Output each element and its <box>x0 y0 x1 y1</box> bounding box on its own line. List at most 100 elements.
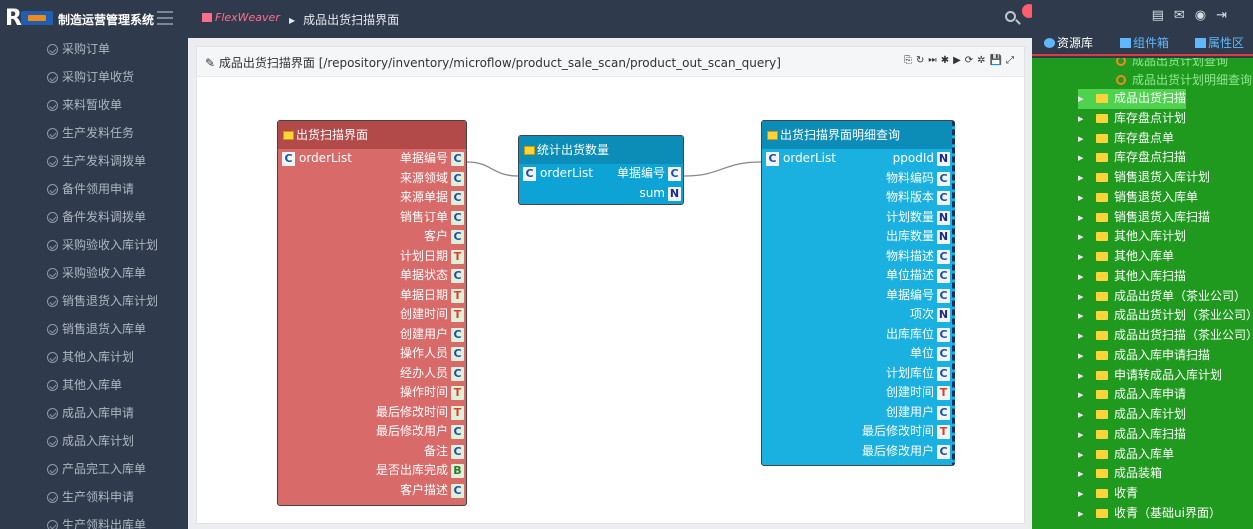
tree-folder[interactable]: ▶成品装箱 <box>1078 464 1162 484</box>
output-port[interactable]: N <box>937 230 950 244</box>
tree-folder[interactable]: ▶销售退货入库计划 <box>1078 168 1210 188</box>
sidebar-item[interactable]: 采购验收入库单 <box>0 262 188 290</box>
sidebar-item[interactable]: 采购订单收货 <box>0 66 188 94</box>
tree-folder[interactable]: ▶库存盘点扫描 <box>1078 148 1186 168</box>
tree-folder[interactable]: ▶成品出货扫描 <box>1078 89 1187 109</box>
expand-arrow-icon[interactable]: ▶ <box>1078 430 1084 439</box>
output-port[interactable]: C <box>451 210 464 225</box>
output-port[interactable]: T <box>451 386 464 400</box>
tree-leaf[interactable]: 成品出货计划明细查询 <box>1116 71 1252 91</box>
output-port[interactable]: N <box>937 152 950 166</box>
output-port[interactable]: T <box>451 405 464 420</box>
tree-folder[interactable]: ▶成品入库计划 <box>1078 405 1186 425</box>
output-port[interactable]: T <box>937 425 950 439</box>
output-port[interactable]: C <box>937 405 950 420</box>
expand-arrow-icon[interactable]: ▶ <box>1078 411 1084 419</box>
output-port[interactable]: C <box>451 152 464 166</box>
tab-components[interactable]: 组件箱 <box>1120 34 1169 51</box>
output-port[interactable]: C <box>451 191 464 205</box>
expand-arrow-icon[interactable]: ▶ <box>1078 193 1084 202</box>
right-toolbar-icons[interactable]: ▤✉◉⇥ <box>1151 8 1237 23</box>
expand-arrow-icon[interactable]: ▶ <box>1078 95 1084 103</box>
sidebar-item[interactable]: 成品入库计划 <box>0 430 188 458</box>
output-port[interactable]: C <box>937 327 950 342</box>
output-port[interactable]: T <box>451 308 464 322</box>
output-port[interactable]: C <box>451 269 464 283</box>
brand-link[interactable]: FlexWeaver <box>202 11 280 24</box>
expand-arrow-icon[interactable]: ▶ <box>1078 450 1084 459</box>
tree-folder[interactable]: ▶销售退货入库扫描 <box>1078 208 1210 228</box>
expand-arrow-icon[interactable]: ▶ <box>1078 509 1084 518</box>
tree-folder[interactable]: ▶销售退货入库单 <box>1078 188 1198 208</box>
expand-arrow-icon[interactable]: ▶ <box>1078 332 1084 340</box>
expand-arrow-icon[interactable]: ▶ <box>1078 312 1084 321</box>
tree-folder[interactable]: ▶成品入库单 <box>1078 445 1174 465</box>
expand-arrow-icon[interactable]: ▶ <box>1078 391 1084 400</box>
tree-folder[interactable]: ▶成品出货计划（茶业公司） <box>1078 306 1253 326</box>
sidebar-item[interactable]: 备件领用申请 <box>0 178 188 206</box>
sidebar-item[interactable]: 销售退货入库单 <box>0 318 188 346</box>
tree-folder[interactable]: ▶成品入库扫描 <box>1078 425 1186 445</box>
expand-arrow-icon[interactable]: ▶ <box>1078 371 1084 380</box>
output-port[interactable]: B <box>451 464 464 478</box>
output-port[interactable]: C <box>937 444 950 459</box>
toolbar-icons[interactable]: ⎘↻⏭✱▶⟳✲💾⤢ <box>904 55 1018 66</box>
tree-folder[interactable]: ▶其他入库单 <box>1078 247 1174 267</box>
output-port[interactable]: N <box>937 210 950 225</box>
output-port[interactable]: C <box>937 171 950 186</box>
sidebar-item[interactable]: 采购订单 <box>0 38 188 66</box>
output-port[interactable]: C <box>451 171 464 186</box>
expand-arrow-icon[interactable]: ▶ <box>1078 134 1084 143</box>
output-port[interactable]: C <box>937 191 950 205</box>
sidebar-item[interactable]: 采购验收入库计划 <box>0 234 188 262</box>
sidebar-item[interactable]: 成品入库申请 <box>0 402 188 430</box>
tab-resources[interactable]: 资源库 <box>1044 34 1093 51</box>
output-port[interactable]: N <box>668 186 681 201</box>
edit-icon[interactable]: ✎ <box>205 56 219 70</box>
tab-properties[interactable]: 属性区 <box>1195 34 1244 51</box>
output-port[interactable]: C <box>937 366 950 381</box>
output-port[interactable]: C <box>451 444 464 459</box>
menu-toggle-icon[interactable] <box>157 11 173 25</box>
expand-arrow-icon[interactable]: ▶ <box>1078 292 1084 301</box>
sidebar-item[interactable]: 其他入库计划 <box>0 346 188 374</box>
expand-arrow-icon[interactable]: ▶ <box>1078 233 1084 242</box>
output-port[interactable]: C <box>451 230 464 244</box>
sidebar-item[interactable]: 销售退货入库计划 <box>0 290 188 318</box>
sidebar-item[interactable]: 来料暂收单 <box>0 94 188 122</box>
expand-arrow-icon[interactable]: ▶ <box>1078 114 1084 123</box>
expand-arrow-icon[interactable]: ▶ <box>1078 213 1084 222</box>
tree-folder[interactable]: ▶成品出货单（茶业公司） <box>1078 287 1246 307</box>
sidebar-item[interactable]: 其他入库单 <box>0 374 188 402</box>
output-port[interactable]: N <box>937 308 950 322</box>
expand-arrow-icon[interactable]: ▶ <box>1078 154 1084 163</box>
output-port[interactable]: C <box>451 366 464 381</box>
tree-folder[interactable]: ▶其他入库计划 <box>1078 227 1186 247</box>
output-port[interactable]: C <box>451 327 464 342</box>
